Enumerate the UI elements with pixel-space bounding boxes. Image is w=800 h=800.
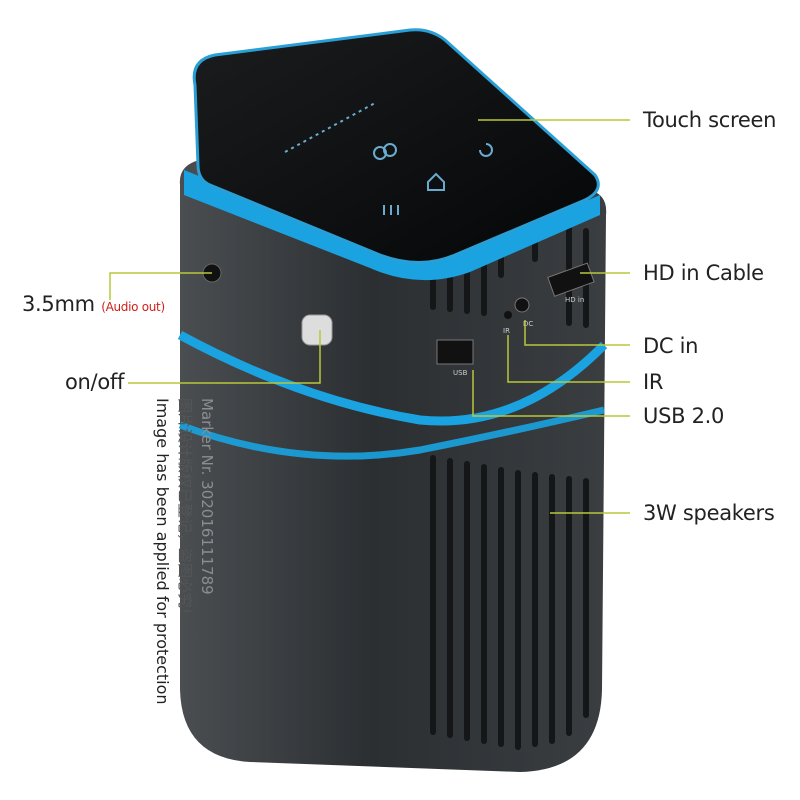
callout-audio-sub: (Audio out) (101, 300, 165, 314)
watermark-marker: Marker Nr. 302016111789 (198, 398, 216, 595)
callout-speakers: 3W speakers (643, 501, 775, 525)
callout-dc-in: DC in (643, 334, 699, 358)
touch-screen (192, 28, 600, 264)
watermark-protection: Image has been applied for protection (153, 398, 172, 705)
callout-touch-screen: Touch screen (643, 108, 777, 132)
watermark-chinese: 图片设计版权已登记，盗图必究! (176, 398, 194, 615)
top-ring (184, 170, 600, 281)
dc-port-label: DC (523, 320, 533, 328)
dc-port (514, 297, 530, 313)
callout-on-off: on/off (65, 370, 125, 394)
callout-hd-in: HD in Cable (643, 261, 764, 285)
callout-audio-label: 3.5mm (22, 292, 95, 316)
callout-lines (109, 119, 630, 514)
ir-port-label: IR (503, 327, 510, 335)
power-button (301, 314, 333, 346)
ir-sensor (504, 311, 512, 319)
callout-audio: 3.5mm (Audio out) (22, 292, 165, 316)
callout-ir: IR (643, 370, 664, 394)
hd-port-label: HD in (565, 296, 584, 304)
callout-usb: USB 2.0 (643, 404, 725, 428)
touch-controls (284, 102, 493, 215)
light-ring-middle (177, 331, 608, 426)
usb-port-label: USB (453, 369, 468, 377)
usb-port (436, 339, 474, 365)
